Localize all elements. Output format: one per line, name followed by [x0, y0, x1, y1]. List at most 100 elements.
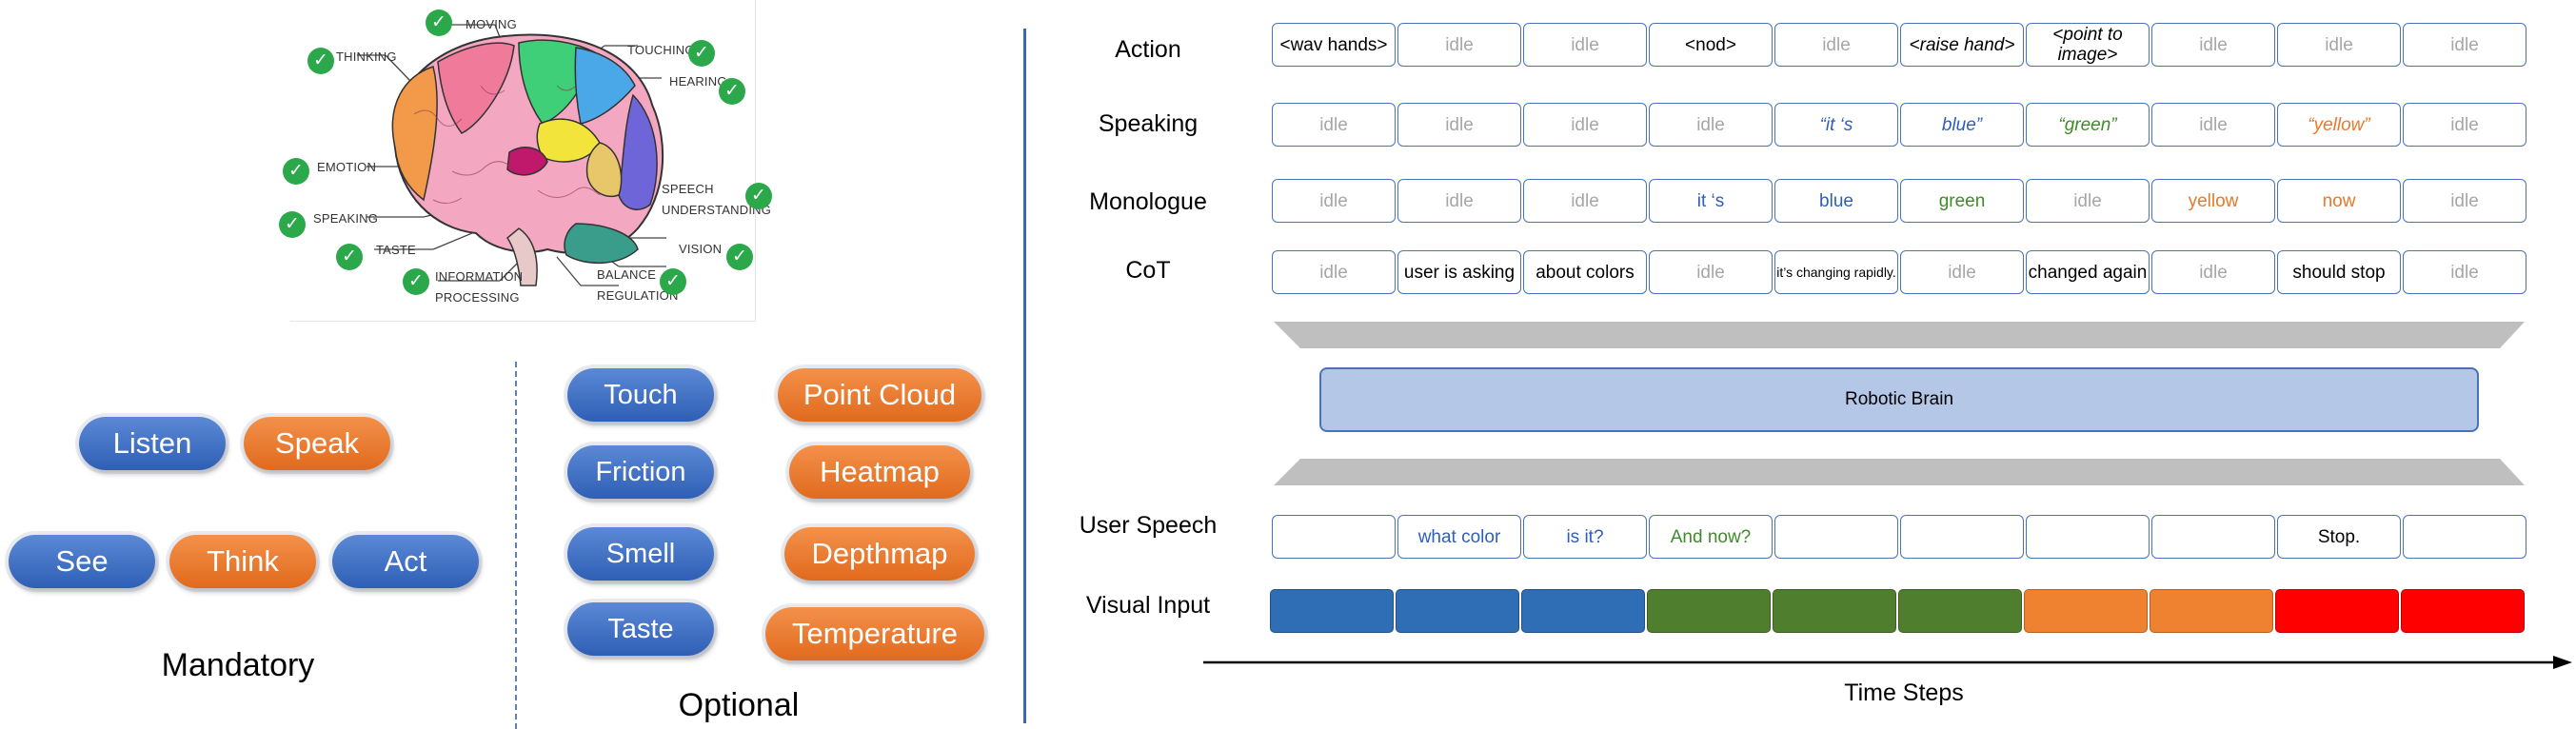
cell-monologue-5: blue [1774, 179, 1898, 223]
pill-speak: Speak [244, 417, 390, 470]
pill-taste: Taste [567, 602, 714, 656]
cell-speaking-10: idle [2403, 103, 2526, 147]
cell-monologue-1: idle [1272, 179, 1396, 223]
brain-label-vision: VISION [679, 242, 723, 256]
cell-speaking-4: idle [1649, 103, 1773, 147]
cell-cot-6: idle [1900, 250, 2024, 294]
cell-action-5: idle [1774, 23, 1898, 67]
cell-cot-4: idle [1649, 250, 1773, 294]
check-icon: ✓ [719, 78, 745, 105]
cell-speaking-1: idle [1272, 103, 1396, 147]
cell-action-3: idle [1523, 23, 1647, 67]
cell-cot-2: user is asking [1397, 250, 1521, 294]
cell-action-8: idle [2151, 23, 2275, 67]
brain-label-emotion: EMOTION [317, 160, 377, 174]
check-icon: ✓ [726, 244, 753, 270]
cell-speaking-8: idle [2151, 103, 2275, 147]
pill-touch: Touch [567, 368, 714, 422]
cell-user-speech-7 [2026, 515, 2150, 559]
cell-user-speech-3: is it? [1523, 515, 1647, 559]
visual-frame-2 [1396, 589, 1519, 633]
pill-act: Act [332, 535, 479, 588]
row-label-cot: CoT [1125, 257, 1171, 284]
cell-monologue-3: idle [1523, 179, 1647, 223]
mandatory-title: Mandatory [161, 647, 315, 683]
cell-user-speech-6 [1900, 515, 2024, 559]
pill-depthmap: Depthmap [784, 527, 975, 581]
brain-funnel [1274, 322, 2525, 485]
visual-frame-1 [1270, 589, 1394, 633]
cell-monologue-2: idle [1397, 179, 1521, 223]
brain-label-speaking: SPEAKING [313, 211, 379, 226]
check-icon: ✓ [283, 158, 309, 185]
row-label-speaking: Speaking [1098, 110, 1199, 137]
cell-speaking-3: idle [1523, 103, 1647, 147]
pill-point-cloud: Point Cloud [778, 368, 981, 422]
check-icon: ✓ [279, 211, 306, 238]
pill-see: See [9, 535, 155, 588]
cell-action-1: <wav hands> [1272, 23, 1396, 67]
check-icon: ✓ [336, 244, 363, 270]
cell-speaking-9: “yellow” [2277, 103, 2401, 147]
check-icon: ✓ [426, 10, 452, 36]
visual-frame-6 [1898, 589, 2022, 633]
pill-think: Think [169, 535, 316, 588]
time-axis-label: Time Steps [1844, 680, 1964, 706]
cell-cot-7: changed again [2026, 250, 2150, 294]
cell-user-speech-8 [2151, 515, 2275, 559]
row-label-action: Action [1115, 36, 1181, 63]
cell-action-7: <point to image> [2026, 23, 2150, 67]
cell-monologue-4: it ‘s [1649, 179, 1773, 223]
cell-monologue-6: green [1900, 179, 2024, 223]
visual-frame-5 [1773, 589, 1896, 633]
row-label-monologue: Monologue [1089, 188, 1207, 215]
cell-user-speech-1 [1272, 515, 1396, 559]
cell-cot-8: idle [2151, 250, 2275, 294]
check-icon: ✓ [403, 268, 429, 295]
cell-action-2: idle [1397, 23, 1521, 67]
cell-cot-10: idle [2403, 250, 2526, 294]
brain-label-hearing: HEARING [669, 74, 727, 89]
optional-title: Optional [678, 687, 800, 723]
time-axis [1203, 656, 2572, 669]
row-label-visual-input: Visual Input [1085, 592, 1211, 619]
visual-frame-9 [2275, 589, 2399, 633]
cell-monologue-7: idle [2026, 179, 2150, 223]
visual-frame-4 [1647, 589, 1771, 633]
cell-cot-3: about colors [1523, 250, 1647, 294]
cell-user-speech-4: And now? [1649, 515, 1773, 559]
cell-action-9: idle [2277, 23, 2401, 67]
brain-label-taste: TASTE [376, 243, 416, 257]
check-icon: ✓ [745, 183, 772, 209]
brain-illustration: MOVING ✓ THINKING ✓ TOUCHING ✓ HEARING ✓… [279, 0, 772, 322]
visual-frame-3 [1521, 589, 1645, 633]
brain-label-information-processing: INFORMATION PROCESSING [435, 269, 524, 305]
visual-frame-8 [2150, 589, 2273, 633]
cell-user-speech-2: what color [1397, 515, 1521, 559]
cell-action-10: idle [2403, 23, 2526, 67]
cell-cot-9: should stop [2277, 250, 2401, 294]
row-label-user-speech: User Speech [1079, 512, 1218, 539]
pill-listen: Listen [79, 417, 226, 470]
visual-frame-7 [2024, 589, 2148, 633]
pill-temperature: Temperature [765, 607, 984, 660]
cell-cot-1: idle [1272, 250, 1396, 294]
cell-monologue-9: now [2277, 179, 2401, 223]
pill-smell: Smell [567, 527, 714, 581]
brain-label-speech-understanding: SPEECH UNDERSTANDING [662, 182, 772, 217]
cell-action-6: <raise hand> [1900, 23, 2024, 67]
encoder-trapezoid [1274, 322, 2525, 348]
brain-label-balance-regulation: BALANCE REGULATION [597, 267, 679, 303]
cell-monologue-8: yellow [2151, 179, 2275, 223]
visual-frame-10 [2401, 589, 2525, 633]
check-icon: ✓ [688, 40, 715, 67]
cell-cot-5: it’s changing rapidly. [1774, 250, 1898, 294]
cell-speaking-5: “it ‘s [1774, 103, 1898, 147]
cell-monologue-10: idle [2403, 179, 2526, 223]
cell-user-speech-10 [2403, 515, 2526, 559]
check-icon: ✓ [660, 268, 686, 295]
brain-label-touching: TOUCHING [627, 43, 695, 57]
cell-user-speech-5 [1774, 515, 1898, 559]
check-icon: ✓ [307, 48, 334, 74]
cell-speaking-7: “green” [2026, 103, 2150, 147]
